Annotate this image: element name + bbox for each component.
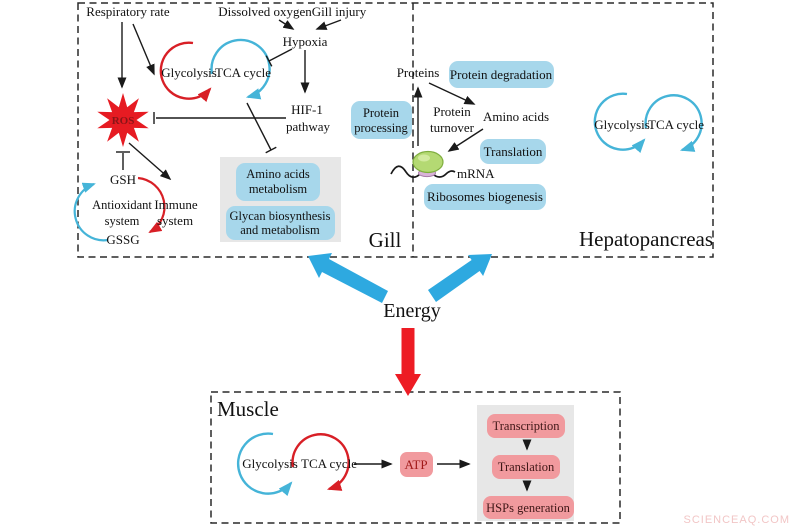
energy-hub: Energy (308, 253, 492, 396)
hepatopancreas-panel-title: Hepatopancreas (579, 227, 713, 251)
transcription-box (487, 414, 565, 438)
hif1-pathway-label: HIF-1 pathway (286, 102, 331, 134)
muscle-translation-box (492, 455, 560, 479)
gill-metabolism-group-box: Amino acids metabolism Glycan biosynthes… (220, 157, 341, 242)
glycan-metabolism-line1: Glycan biosynthesis (229, 209, 330, 223)
muscle-tca-cycle-arrow-icon (291, 433, 350, 491)
hep-glycolysis-cycle-arrow-icon (593, 92, 646, 154)
energy-label: Energy (383, 300, 440, 322)
glycolysis-cycle-arrow-icon (159, 41, 212, 103)
svg-text:pathway: pathway (286, 119, 331, 134)
hepatopancreas-panel: Proteins Protein degradation Protein pro… (351, 61, 713, 251)
protein-processing-line1: Protein (363, 106, 400, 120)
antioxidant-system-label-line2: system (105, 214, 140, 228)
arrow-gill-injury-to-hypoxia (315, 19, 342, 30)
hep-tca-cycle-label: TCA cycle (648, 117, 704, 132)
immune-system-label: Immune system (154, 197, 198, 228)
svg-text:HIF-1: HIF-1 (291, 102, 323, 117)
ribosomes-biogenesis-label: Ribosomes biogenesis (427, 189, 543, 204)
translation-box (480, 139, 546, 164)
svg-text:Immune: Immune (154, 197, 198, 212)
energy-to-gill-arrow-icon (308, 253, 388, 303)
amino-acids-label: Amino acids (483, 109, 549, 124)
arrow-dissolved-oxygen-to-hypoxia (278, 19, 295, 30)
hypoxia-label: Hypoxia (283, 34, 328, 49)
gssg-to-gsh-arrow-icon (73, 182, 109, 242)
respiratory-rate-label: Respiratory rate (86, 4, 170, 19)
gill-panel: Respiratory rate Dissolved oxygen Gill i… (73, 4, 402, 252)
hsp-group-box: Transcription Translation HSPs generatio… (477, 405, 574, 521)
protein-processing-box (351, 101, 412, 139)
atp-box (400, 452, 433, 477)
gill-tca-cycle-label: TCA cycle (215, 65, 271, 80)
inhibit-gsh-to-ros (116, 151, 130, 170)
inhibit-hypoxia-to-tca (265, 48, 293, 67)
hep-tca-cycle-arrow-icon (644, 94, 703, 152)
muscle-translation-label: Translation (498, 460, 555, 474)
antioxidant-system-label-line1: Antioxidant (92, 198, 152, 212)
proteins-label: Proteins (397, 65, 440, 80)
atp-label: ATP (404, 457, 427, 472)
hep-glycolysis-label: Glycolysis (594, 117, 650, 132)
gill-injury-label: Gill injury (312, 4, 367, 19)
gsh-label: GSH (110, 172, 136, 187)
ribosome-mrna-icon (390, 150, 456, 178)
muscle-glycolysis-label: Glycolysis (242, 456, 298, 471)
amino-acids-metabolism-line1: Amino acids (246, 167, 310, 181)
protein-turnover-label: Protein turnover (430, 104, 475, 135)
protein-degradation-box (449, 61, 554, 88)
hsps-generation-box (483, 496, 574, 519)
tca-cycle-arrow-icon (210, 38, 271, 100)
muscle-panel: Muscle Glycolysis TCA cycle ATP Transcri… (217, 397, 574, 521)
gill-glycolysis-label: Glycolysis (161, 65, 217, 80)
ros-label: ROS (112, 115, 135, 127)
mrna-label: mRNA (457, 166, 495, 181)
inhibit-hif1-to-ros (153, 112, 286, 124)
gssg-label: GSSG (106, 232, 139, 247)
muscle-tca-cycle-label: TCA cycle (301, 456, 357, 471)
protein-processing-line2: processing (354, 121, 408, 135)
muscle-panel-title: Muscle (217, 397, 279, 421)
energy-to-muscle-arrow-icon (395, 328, 421, 396)
dissolved-oxygen-label: Dissolved oxygen (218, 4, 312, 19)
amino-acids-metabolism-line2: metabolism (249, 182, 308, 196)
watermark: SCIENCEAQ.COM (683, 514, 790, 526)
muscle-panel-border (210, 391, 621, 524)
energy-to-hepatopancreas-arrow-icon (428, 254, 492, 302)
arrow-proteins-to-amino-acids (428, 82, 476, 105)
svg-text:turnover: turnover (430, 120, 475, 135)
svg-text:Protein: Protein (433, 104, 471, 119)
translation-label: Translation (484, 144, 543, 159)
arrow-ros-to-immune (128, 142, 172, 181)
muscle-glycolysis-cycle-arrow-icon (236, 432, 293, 497)
gill-panel-title: Gill (369, 228, 402, 252)
inhibit-tca-to-metabolism-box (246, 102, 277, 154)
hsps-generation-label: HSPs generation (486, 501, 570, 515)
arrow-respiratory-to-glycolysis (132, 23, 155, 76)
svg-text:system: system (157, 213, 193, 228)
transcription-label: Transcription (493, 419, 561, 433)
gsh-to-gssg-arrow-icon (137, 176, 166, 233)
ros-star-icon: ROS (97, 93, 149, 147)
protein-degradation-label: Protein degradation (450, 67, 553, 82)
glycan-metabolism-line2: and metabolism (240, 223, 320, 237)
arrow-amino-acids-to-ribosome (447, 128, 484, 152)
top-panels-border (77, 2, 714, 258)
antioxidant-cycle: GSH GSSG Antioxidant system (73, 172, 166, 247)
ribosomes-biogenesis-box (424, 184, 546, 210)
